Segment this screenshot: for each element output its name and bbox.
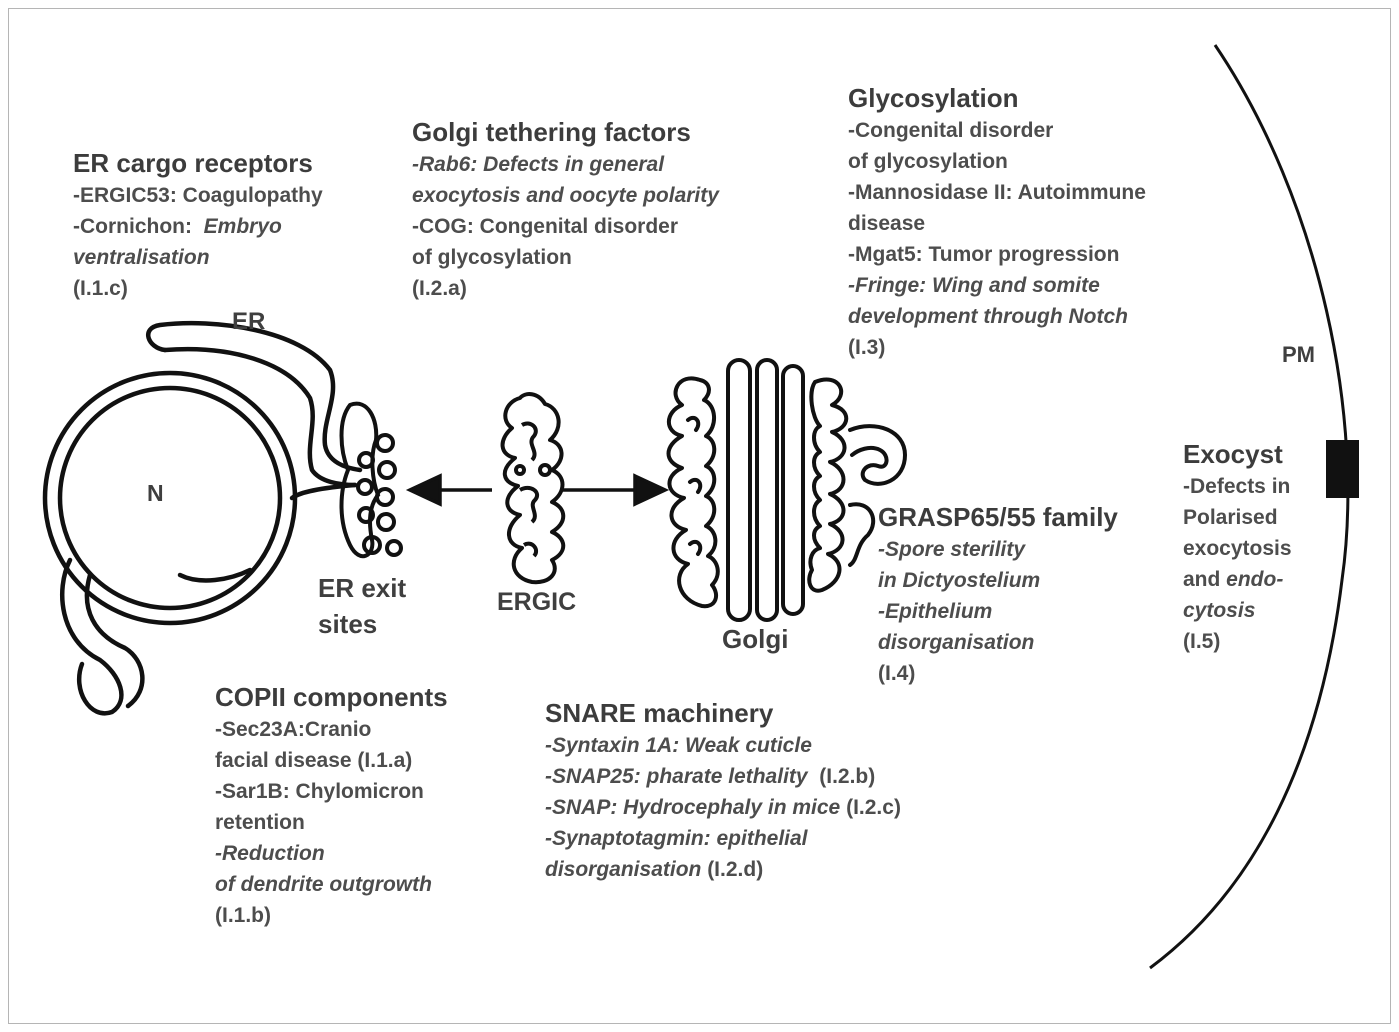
golgi-tethering-block: Golgi tethering factors -Rab6: Defects i… (412, 115, 719, 304)
snare-text: -SNAP: Hydrocephaly in mice (545, 796, 840, 819)
er-cargo-title: ER cargo receptors (73, 146, 323, 180)
glycosylation-line: disease (848, 208, 1146, 239)
ergic-shape (503, 394, 564, 582)
snare-line: -SNAP25: pharate lethality (I.2.b) (545, 761, 901, 792)
glycosylation-line: -Mannosidase II: Autoimmune (848, 177, 1146, 208)
exocyst-line: cytosis (1183, 595, 1292, 626)
snare-title: SNARE machinery (545, 696, 901, 730)
grasp-ref: (I.4) (878, 658, 1118, 689)
golgi-tethering-line: -Rab6: Defects in general (412, 149, 719, 180)
er-cargo-text: -Cornichon: (73, 215, 204, 238)
copii-line: -Reduction (215, 838, 448, 869)
grasp-line: -Spore sterility (878, 534, 1118, 565)
exocyst-ref: (I.5) (1183, 626, 1292, 657)
copii-line: -Sec23A:Cranio (215, 714, 448, 745)
golgi-tethering-line: of glycosylation (412, 242, 719, 273)
er-exit-line-2: sites (318, 606, 406, 642)
copii-block: COPII components -Sec23A:Cranio facial d… (215, 680, 448, 931)
snare-line: -Syntaxin 1A: Weak cuticle (545, 730, 901, 761)
exocyst-line: exocytosis (1183, 533, 1292, 564)
nucleus-label: N (147, 480, 164, 507)
er-cargo-block: ER cargo receptors -ERGIC53: Coagulopath… (73, 146, 323, 304)
exocyst-block: Exocyst -Defects in Polarised exocytosis… (1183, 437, 1292, 657)
golgi-tethering-line: -COG: Congenital disorder (412, 211, 719, 242)
er-exit-sites-label: ER exit sites (318, 570, 406, 642)
er-cargo-ref: (I.1.c) (73, 273, 323, 304)
snare-line: -SNAP: Hydrocephaly in mice (I.2.c) (545, 792, 901, 823)
ergic-label: ERGIC (497, 588, 576, 617)
grasp-title: GRASP65/55 family (878, 500, 1118, 534)
snare-line: disorganisation (I.2.d) (545, 854, 901, 885)
glycosylation-line: -Mgat5: Tumor progression (848, 239, 1146, 270)
snare-ref: (I.2.d) (701, 858, 763, 881)
snare-text: disorganisation (545, 858, 701, 881)
exocyst-marker (1326, 440, 1359, 498)
snare-line: -Synaptotagmin: epithelial (545, 823, 901, 854)
glycosylation-ref: (I.3) (848, 332, 1146, 363)
copii-line: -Sar1B: Chylomicron (215, 776, 448, 807)
er-label: ER (232, 308, 265, 336)
exocyst-title: Exocyst (1183, 437, 1292, 471)
golgi-shape (669, 360, 906, 620)
copii-title: COPII components (215, 680, 448, 714)
golgi-tethering-ref: (I.2.a) (412, 273, 719, 304)
pm-label: PM (1282, 342, 1315, 368)
copii-line: facial disease (I.1.a) (215, 745, 448, 776)
exocyst-text: endo- (1226, 568, 1283, 591)
exocyst-text: and (1183, 568, 1226, 591)
exocyst-line: Polarised (1183, 502, 1292, 533)
exocyst-line: and endo- (1183, 564, 1292, 595)
glycosylation-line: of glycosylation (848, 146, 1146, 177)
golgi-label: Golgi (722, 624, 788, 655)
glycosylation-line: -Congenital disorder (848, 115, 1146, 146)
grasp-block: GRASP65/55 family -Spore sterility in Di… (878, 500, 1118, 689)
copii-line: of dendrite outgrowth (215, 869, 448, 900)
copii-line: retention (215, 807, 448, 838)
glycosylation-line: development through Notch (848, 301, 1146, 332)
er-cargo-text: Embryo (204, 215, 282, 238)
golgi-tethering-line: exocytosis and oocyte polarity (412, 180, 719, 211)
er-cargo-line: -ERGIC53: Coagulopathy (73, 180, 323, 211)
grasp-line: in Dictyostelium (878, 565, 1118, 596)
grasp-line: -Epithelium (878, 596, 1118, 627)
glycosylation-title: Glycosylation (848, 81, 1146, 115)
snare-ref: (I.2.b) (808, 765, 876, 788)
er-cargo-line: -Cornichon: Embryo (73, 211, 323, 242)
copii-ref: (I.1.b) (215, 900, 448, 931)
er-exit-line-1: ER exit (318, 570, 406, 606)
exocyst-line: -Defects in (1183, 471, 1292, 502)
golgi-tethering-title: Golgi tethering factors (412, 115, 719, 149)
nucleus-shape (45, 373, 295, 623)
glycosylation-block: Glycosylation -Congenital disorder of gl… (848, 81, 1146, 363)
glycosylation-line: -Fringe: Wing and somite (848, 270, 1146, 301)
snare-ref: (I.2.c) (840, 796, 901, 819)
grasp-line: disorganisation (878, 627, 1118, 658)
snare-block: SNARE machinery -Syntaxin 1A: Weak cutic… (545, 696, 901, 885)
er-cargo-line: ventralisation (73, 242, 323, 273)
er-exit-sites-shape (342, 404, 402, 557)
snare-text: -SNAP25: pharate lethality (545, 765, 808, 788)
